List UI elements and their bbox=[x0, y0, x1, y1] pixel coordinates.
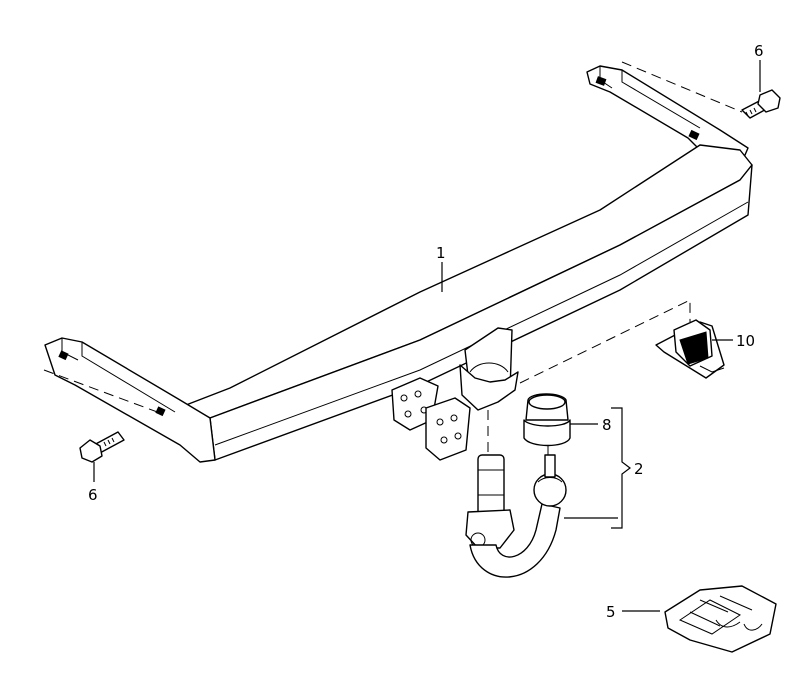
repair-kit-bag bbox=[664, 585, 777, 653]
bracket-2 bbox=[611, 407, 631, 529]
ball-neck bbox=[465, 454, 567, 578]
callout-5: 5 bbox=[606, 603, 616, 621]
assembly-line-top bbox=[621, 61, 743, 113]
ball-cap bbox=[523, 393, 571, 447]
socket-cover bbox=[655, 319, 725, 379]
bolt-top-right bbox=[741, 89, 781, 119]
cross-beam bbox=[44, 65, 753, 463]
callout-6-top: 6 bbox=[754, 42, 764, 60]
callout-10: 10 bbox=[736, 332, 755, 350]
assembly-line-bottom bbox=[43, 369, 161, 414]
callout-2: 2 bbox=[634, 460, 644, 478]
callout-8: 8 bbox=[602, 416, 612, 434]
callout-1: 1 bbox=[436, 244, 446, 262]
callout-6-bottom: 6 bbox=[88, 486, 98, 504]
bolt-bottom-left bbox=[79, 431, 125, 463]
